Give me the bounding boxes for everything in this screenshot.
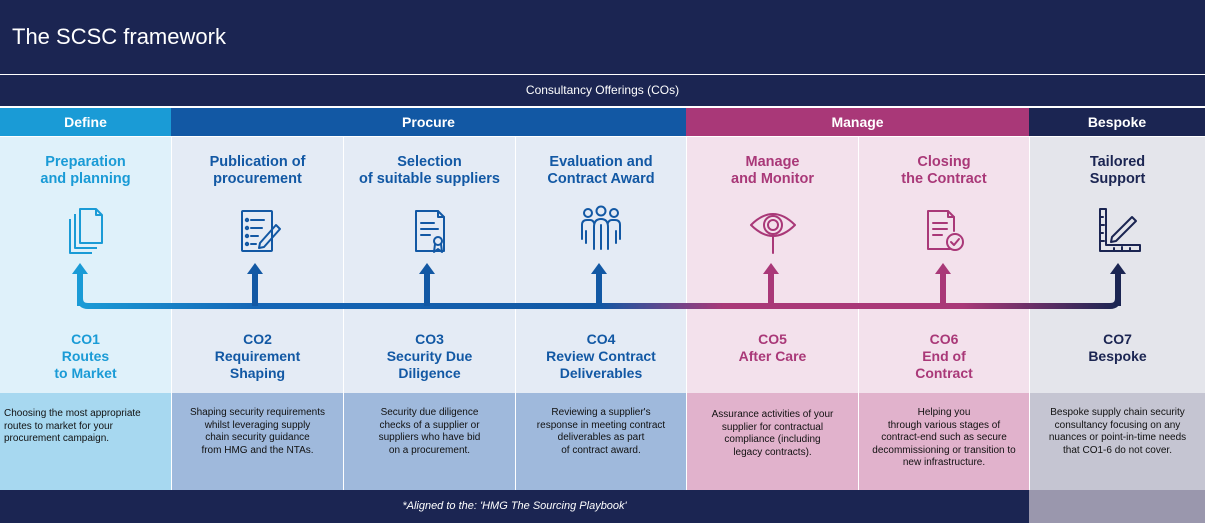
people-group-icon: [581, 205, 621, 250]
co-name: After Care: [738, 348, 807, 364]
co-description: Assurance activities of your supplier fo…: [711, 409, 834, 458]
co-name: Security Due Diligence: [386, 348, 473, 381]
stage-title: Manage and Monitor: [731, 154, 814, 187]
co-name: Review Contract Deliverables: [546, 348, 656, 381]
footer-bespoke-block: [1029, 490, 1205, 523]
co-code: CO7: [1103, 331, 1132, 347]
phase-manage: Manage: [686, 108, 1029, 136]
phase-define: Define: [0, 108, 171, 136]
header-banner: The SCSC framework: [0, 0, 1205, 74]
right-margin: [1205, 0, 1209, 523]
co-code: CO4: [586, 331, 616, 347]
co-name: Requirement Shaping: [214, 348, 301, 381]
column-co2-description-panel: [172, 393, 343, 490]
column-co5: Manage and Monitor CO5 After Care Assura…: [687, 137, 858, 490]
ruler-pencil-icon: [1098, 208, 1141, 252]
co-description: Shaping security requirements whilst lev…: [189, 407, 326, 456]
eye-icon: [749, 213, 796, 254]
co-name: Bespoke: [1088, 348, 1147, 364]
co-description: Choosing the most appropriate routes to …: [4, 408, 141, 444]
stage-title: Preparation and planning: [40, 154, 131, 187]
co-code: CO5: [758, 331, 787, 347]
co-description: Security due diligence checks of a suppl…: [378, 407, 481, 456]
co-description: Bespoke supply chain security consultanc…: [1048, 407, 1187, 456]
stage-title: Evaluation and Contract Award: [547, 154, 655, 187]
co-description: Helping you through various stages of co…: [872, 407, 1016, 468]
checklist-pen-icon: [240, 210, 281, 252]
documents-stack-icon: [68, 208, 103, 254]
co-name: End of Contract: [915, 348, 973, 381]
column-co1: Preparation and planning CO1 Routes to M…: [0, 137, 171, 490]
co-code: CO6: [929, 331, 959, 347]
column-co6: Closing the Contract CO6 End of Contract…: [859, 137, 1029, 490]
consultancy-offerings-bar: Consultancy Offerings (COs): [0, 75, 1205, 106]
co-description: Reviewing a supplier's response in meeti…: [536, 407, 666, 456]
co-code: CO2: [243, 331, 272, 347]
phase-procure: Procure: [171, 108, 686, 136]
footer-note: *Aligned to the: 'HMG The Sourcing Playb…: [0, 490, 1029, 523]
co-code: CO1: [71, 331, 100, 347]
column-co4-description-panel: [516, 393, 686, 490]
stage-title: Closing the Contract: [901, 154, 987, 187]
co-code: CO3: [415, 331, 444, 347]
column-co1-description-panel: [0, 393, 171, 490]
column-co7: Tailored Support CO7 Bespoke Bespoke sup…: [1030, 137, 1205, 490]
certificate-document-icon: [414, 210, 445, 253]
column-co3: Selection of suitable suppliers CO3 Secu…: [344, 137, 515, 490]
column-co4: Evaluation and Contract Award CO4 Review…: [516, 137, 686, 490]
column-co6-description-panel: [859, 393, 1029, 490]
phase-bespoke: Bespoke: [1029, 108, 1205, 136]
column-co3-description-panel: [344, 393, 515, 490]
page-title: The SCSC framework: [12, 24, 226, 49]
stage-title: Selection of suitable suppliers: [359, 154, 500, 187]
column-co2: Publication of procurement CO2 Requireme…: [172, 137, 343, 490]
co-name: Routes to Market: [54, 348, 117, 381]
stage-title: Tailored Support: [1089, 154, 1146, 187]
stage-title: Publication of procurement: [209, 154, 306, 187]
document-check-icon: [927, 210, 964, 251]
column-co7-description-panel: [1030, 393, 1205, 490]
column-co5-description-panel: [687, 393, 858, 490]
